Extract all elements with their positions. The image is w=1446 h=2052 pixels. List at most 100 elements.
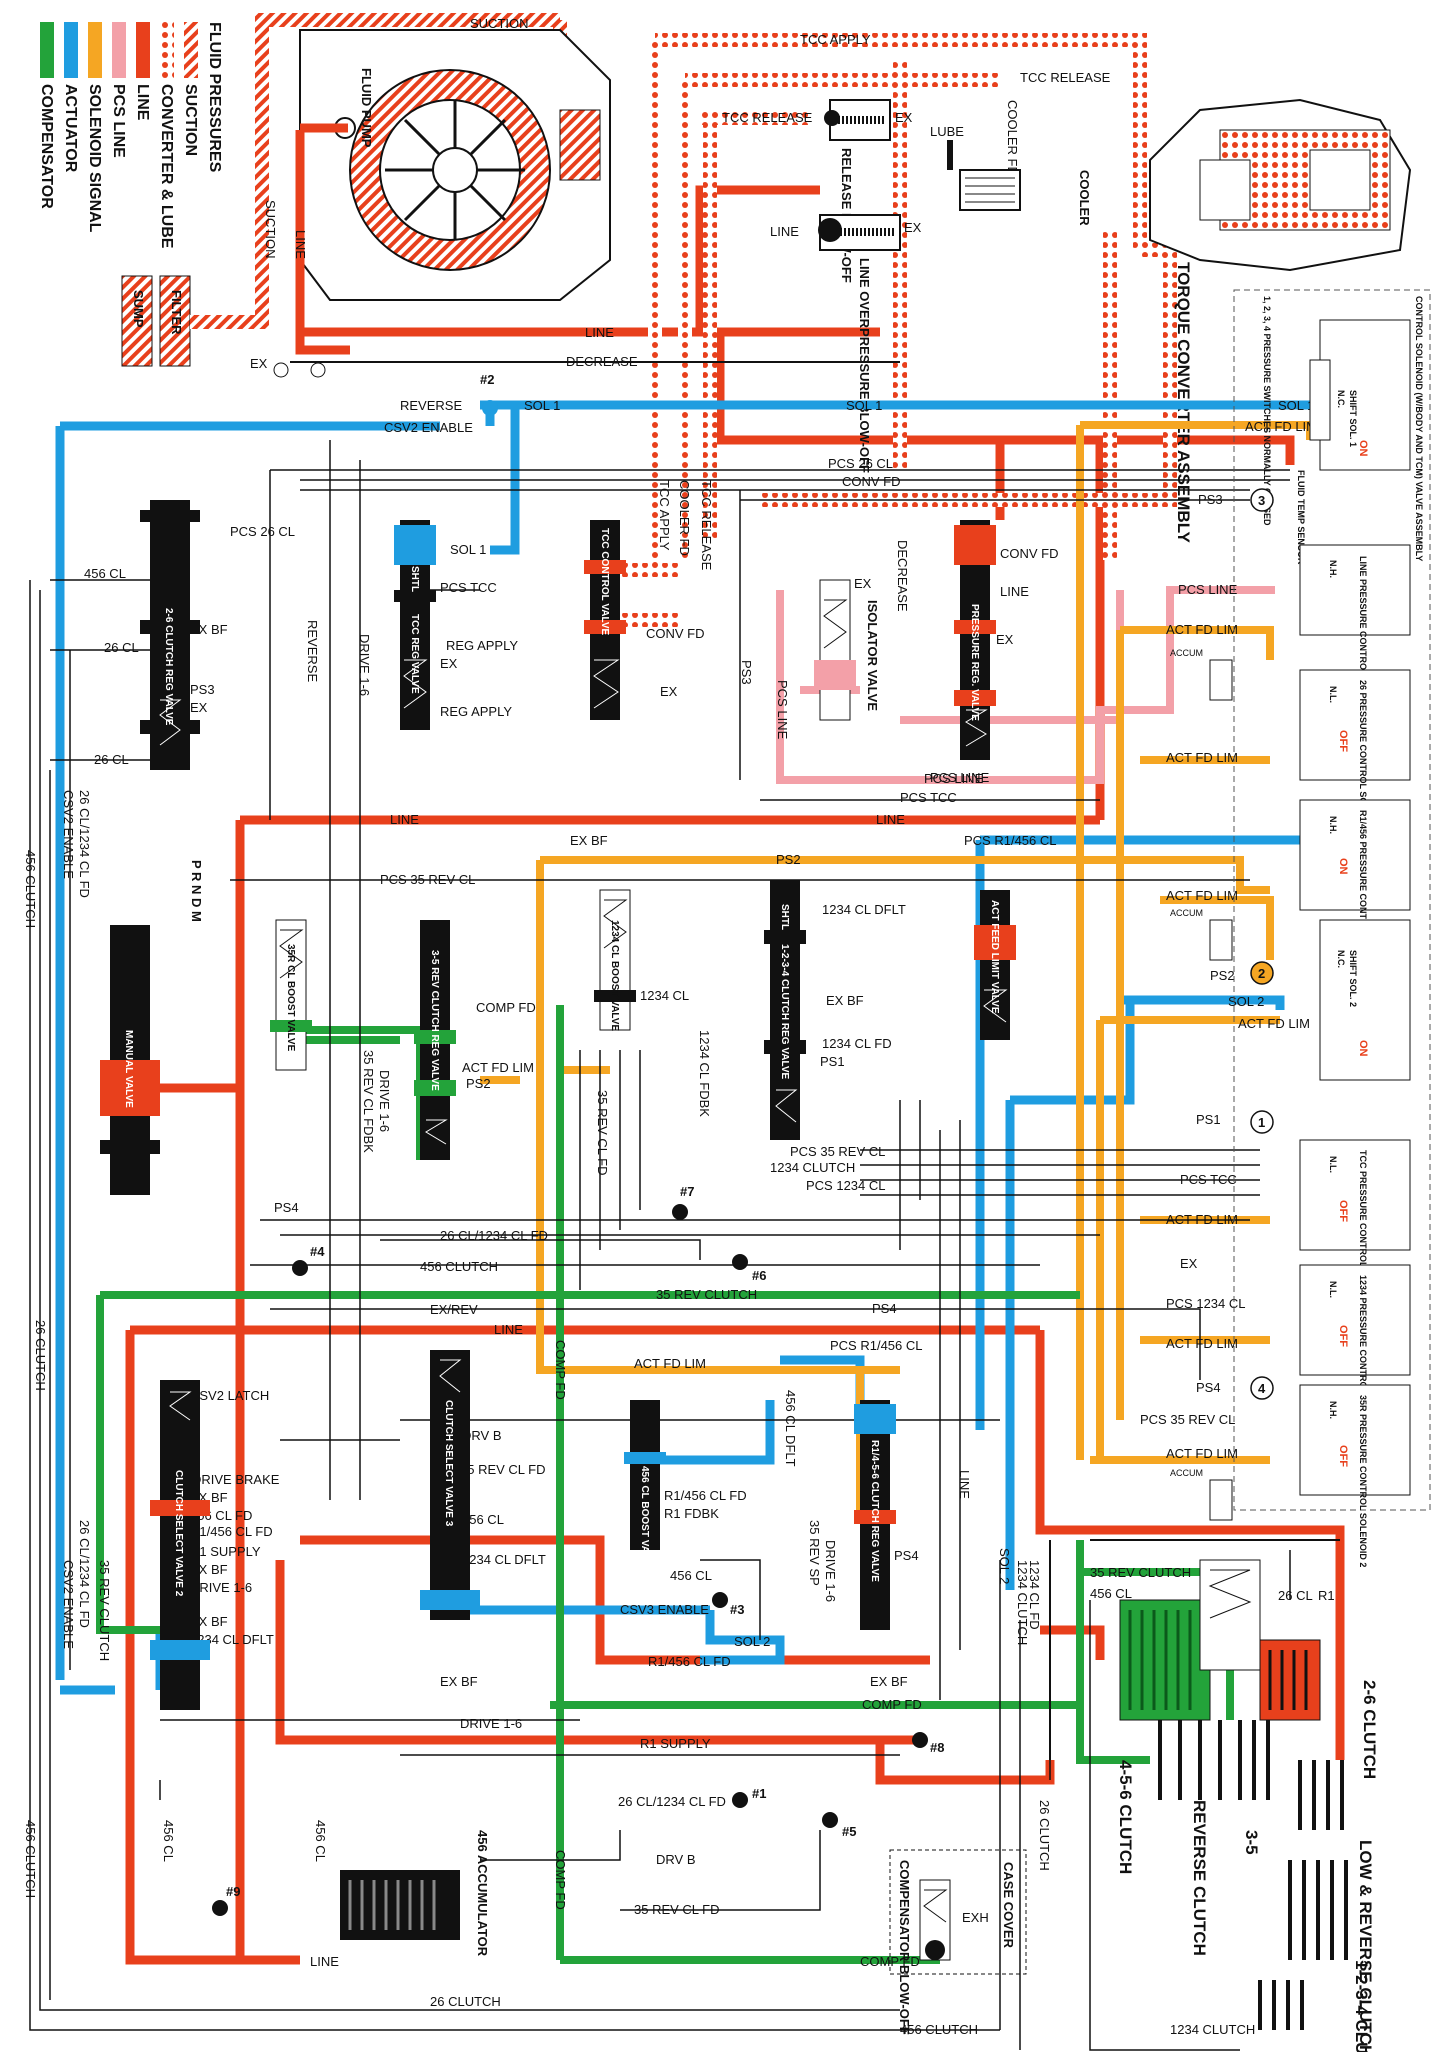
ex-bf-label-1680: EX BF bbox=[440, 1674, 478, 1689]
checkball-4-label: #4 bbox=[310, 1244, 325, 1259]
ex-tcc-a: EX bbox=[440, 656, 458, 671]
drive-brake-label: DRIVE BRAKE bbox=[192, 1472, 280, 1487]
pcs4-state: OFF bbox=[1337, 730, 1349, 752]
clutch35rev-label: 35 REV CLUTCH bbox=[656, 1287, 757, 1302]
r1supply-label-b: R1 SUPPLY bbox=[640, 1736, 711, 1751]
cl26-1234fd-label-vert: 26 CL/1234 CL FD bbox=[77, 790, 92, 898]
ps3-label-top: PS3 bbox=[1198, 492, 1223, 507]
pcs3-label: R1/456 PRESSURE CONTROL SOLENOID 3 bbox=[1358, 810, 1368, 995]
tcc-release-label-top: TCC RELEASE bbox=[1020, 70, 1111, 85]
converter-lube-passages bbox=[620, 33, 1177, 627]
conv-fd-label-pr: CONV FD bbox=[1000, 546, 1059, 561]
tcc-pcs-nl: N.L. bbox=[1328, 1156, 1338, 1173]
checkball-3-icon bbox=[712, 1592, 728, 1608]
accum-label-2: ACCUM bbox=[1170, 908, 1203, 918]
ps-circle-4: 4 bbox=[1258, 1381, 1266, 1396]
clutch35rev-label-vert: 35 REV CLUTCH bbox=[97, 1560, 112, 1661]
valve-shtl-label-b: SHTL bbox=[779, 904, 790, 930]
pcs4-nl: N.L. bbox=[1328, 686, 1338, 703]
reg-apply-label-b: REG APPLY bbox=[440, 704, 512, 719]
checkball-1-icon bbox=[732, 1792, 748, 1808]
pcs-tcc-label-c: PCS TCC bbox=[1180, 1172, 1237, 1187]
clutch-456-label: 4-5-6 CLUTCH bbox=[1116, 1760, 1135, 1874]
cooler-fd-label: COOLER FD bbox=[1005, 100, 1020, 176]
valve-1234-boost: 1234 CL BOOST VALVE bbox=[594, 889, 636, 1031]
valve-cs2-label: CLUTCH SELECT VALVE 2 bbox=[173, 1470, 184, 1597]
legend-label-solenoid: SOLENOID SIGNAL bbox=[86, 84, 103, 233]
drv-b-label-a: DRV B bbox=[462, 1428, 502, 1443]
tcc-release-label-vert: TCC RELEASE bbox=[699, 480, 714, 571]
valve-35-rev-label: 3-5 REV CLUTCH REG VALVE bbox=[429, 950, 440, 1091]
legend-label-converter: CONVERTER & LUBE bbox=[158, 84, 175, 249]
line-label-1330: LINE bbox=[494, 1322, 523, 1337]
cl35-rev-fd-label-vert: 35 REV CL FD bbox=[595, 1090, 610, 1176]
csv2-enable-label-vert: CSV2 ENABLE bbox=[61, 790, 76, 879]
valve-tcc-control-label: TCC CONTROL VALVE bbox=[599, 528, 610, 636]
compensator-blowoff-label: COMPENSATOR BLOW-OFF bbox=[897, 1860, 912, 2035]
legend-swatch-solenoid bbox=[88, 22, 102, 78]
checkball-6-label: #6 bbox=[752, 1268, 766, 1283]
tcc-pcs-state: OFF bbox=[1337, 1200, 1349, 1222]
r1456fd-label-b: R1/456 CL FD bbox=[664, 1488, 747, 1503]
legend-swatch-actuator bbox=[64, 22, 78, 78]
legend-title: FLUID PRESSURES bbox=[206, 22, 223, 173]
csv2-latch-label: CSV2 LATCH bbox=[190, 1388, 269, 1403]
pump-spring-pack bbox=[559, 109, 601, 181]
sol2-label-b: SOL 2 bbox=[1228, 994, 1264, 1009]
ps2-label-a: PS2 bbox=[776, 852, 801, 867]
fluid-pump: FLUID PUMP bbox=[299, 29, 611, 301]
act-fd-lim-label-9: ACT FD LIM bbox=[462, 1060, 534, 1075]
cl1234fd-label-vert: 1234 CL FD bbox=[1027, 1560, 1042, 1630]
checkball-7-icon bbox=[672, 1204, 688, 1220]
comp-fd-label-a: COMP FD bbox=[476, 1000, 536, 1015]
pcs3-nh: N.H. bbox=[1328, 816, 1338, 834]
clutch-rev-label: REVERSE CLUTCH bbox=[1190, 1800, 1209, 1956]
sump-label: SUMP bbox=[131, 290, 146, 328]
shift-sol2-state: ON bbox=[1357, 1040, 1369, 1057]
pcs3-state: ON bbox=[1337, 858, 1349, 875]
valve-shtl-label-a: SHTL bbox=[409, 566, 420, 592]
clutch456-label-vert-a: 456 CLUTCH bbox=[23, 850, 38, 928]
ps1-label-b: PS1 bbox=[1196, 1112, 1221, 1127]
ps4-label-b: PS4 bbox=[872, 1301, 897, 1316]
line-label-820a: LINE bbox=[390, 812, 419, 827]
pcs-line-label-a: PCS LINE bbox=[1178, 582, 1238, 597]
sol1-label-b: SOL 1 bbox=[846, 398, 882, 413]
ps3-label-vert: PS3 bbox=[739, 660, 754, 685]
cl1234dflt-label: 1234 CL DFLT bbox=[822, 902, 906, 917]
valve-pressure-reg: PRESSURE REG. VALVE bbox=[954, 520, 996, 760]
filter-label: FILTER bbox=[169, 290, 184, 335]
ps4-label-d: PS4 bbox=[894, 1548, 919, 1563]
valve-isolator: ISOLATOR VALVE bbox=[814, 579, 880, 721]
valve-r1456-label: R1/4-5-6 CLUTCH REG VALVE bbox=[869, 1440, 880, 1582]
cl456-label-bottom-left: 456 CL bbox=[161, 1820, 176, 1862]
checkballs: #1 #3 #4 #5 #6 #7 #8 #9 bbox=[212, 1184, 944, 1916]
pcs-line-label-c: PCS LINE bbox=[775, 680, 790, 740]
ps2-label-c: PS2 bbox=[1210, 968, 1235, 983]
cl35-rev-fd-label-b: 35 REV CL FD bbox=[634, 1902, 720, 1917]
valve-26-clutch-reg: 2-6 CLUTCH REG VALVE bbox=[140, 500, 200, 770]
valve-r1456-reg: R1/4-5-6 CLUTCH REG VALVE bbox=[854, 1400, 896, 1630]
sump-box bbox=[121, 275, 153, 367]
ex-label-1264: EX bbox=[1180, 1256, 1198, 1271]
legend-swatch-pcs-line bbox=[112, 22, 126, 78]
filter-box bbox=[159, 275, 191, 367]
line-label-332: LINE bbox=[585, 325, 614, 340]
valve-manual: MANUAL VALVE P R N D M bbox=[100, 860, 204, 1195]
fluid-pump-label: FLUID PUMP bbox=[359, 68, 374, 148]
csv2-enable-label-vert-b: CSV2 ENABLE bbox=[61, 1560, 76, 1649]
line-pcs-label: LINE PRESSURE CONTROL SOLENOID bbox=[1358, 556, 1368, 725]
reverse-label-top: REVERSE bbox=[400, 398, 462, 413]
shift-sol1-state: ON bbox=[1357, 440, 1369, 457]
valve-isolator-label: ISOLATOR VALVE bbox=[865, 600, 880, 711]
ex-iso: EX bbox=[854, 576, 872, 591]
conv-fd-label-top: CONV FD bbox=[842, 474, 901, 489]
clutch-packs: 2-6 CLUTCH 4-5-6 CLUTCH REVERSE CLUTCH 3… bbox=[1049, 1539, 1379, 2052]
valve-pressure-reg-label: PRESSURE REG. VALVE bbox=[969, 604, 980, 721]
cl26-label-right: 26 CL bbox=[1278, 1588, 1313, 1603]
ex-pr: EX bbox=[996, 632, 1014, 647]
cl1234fd-label: 1234 CL FD bbox=[822, 1036, 892, 1051]
clutch1234-label-bottom: 1234 CLUTCH bbox=[1170, 2022, 1255, 2037]
suction-label-side: SUCTION bbox=[263, 200, 278, 259]
cl456-dflt-label: 456 CL DFLT bbox=[783, 1390, 798, 1467]
